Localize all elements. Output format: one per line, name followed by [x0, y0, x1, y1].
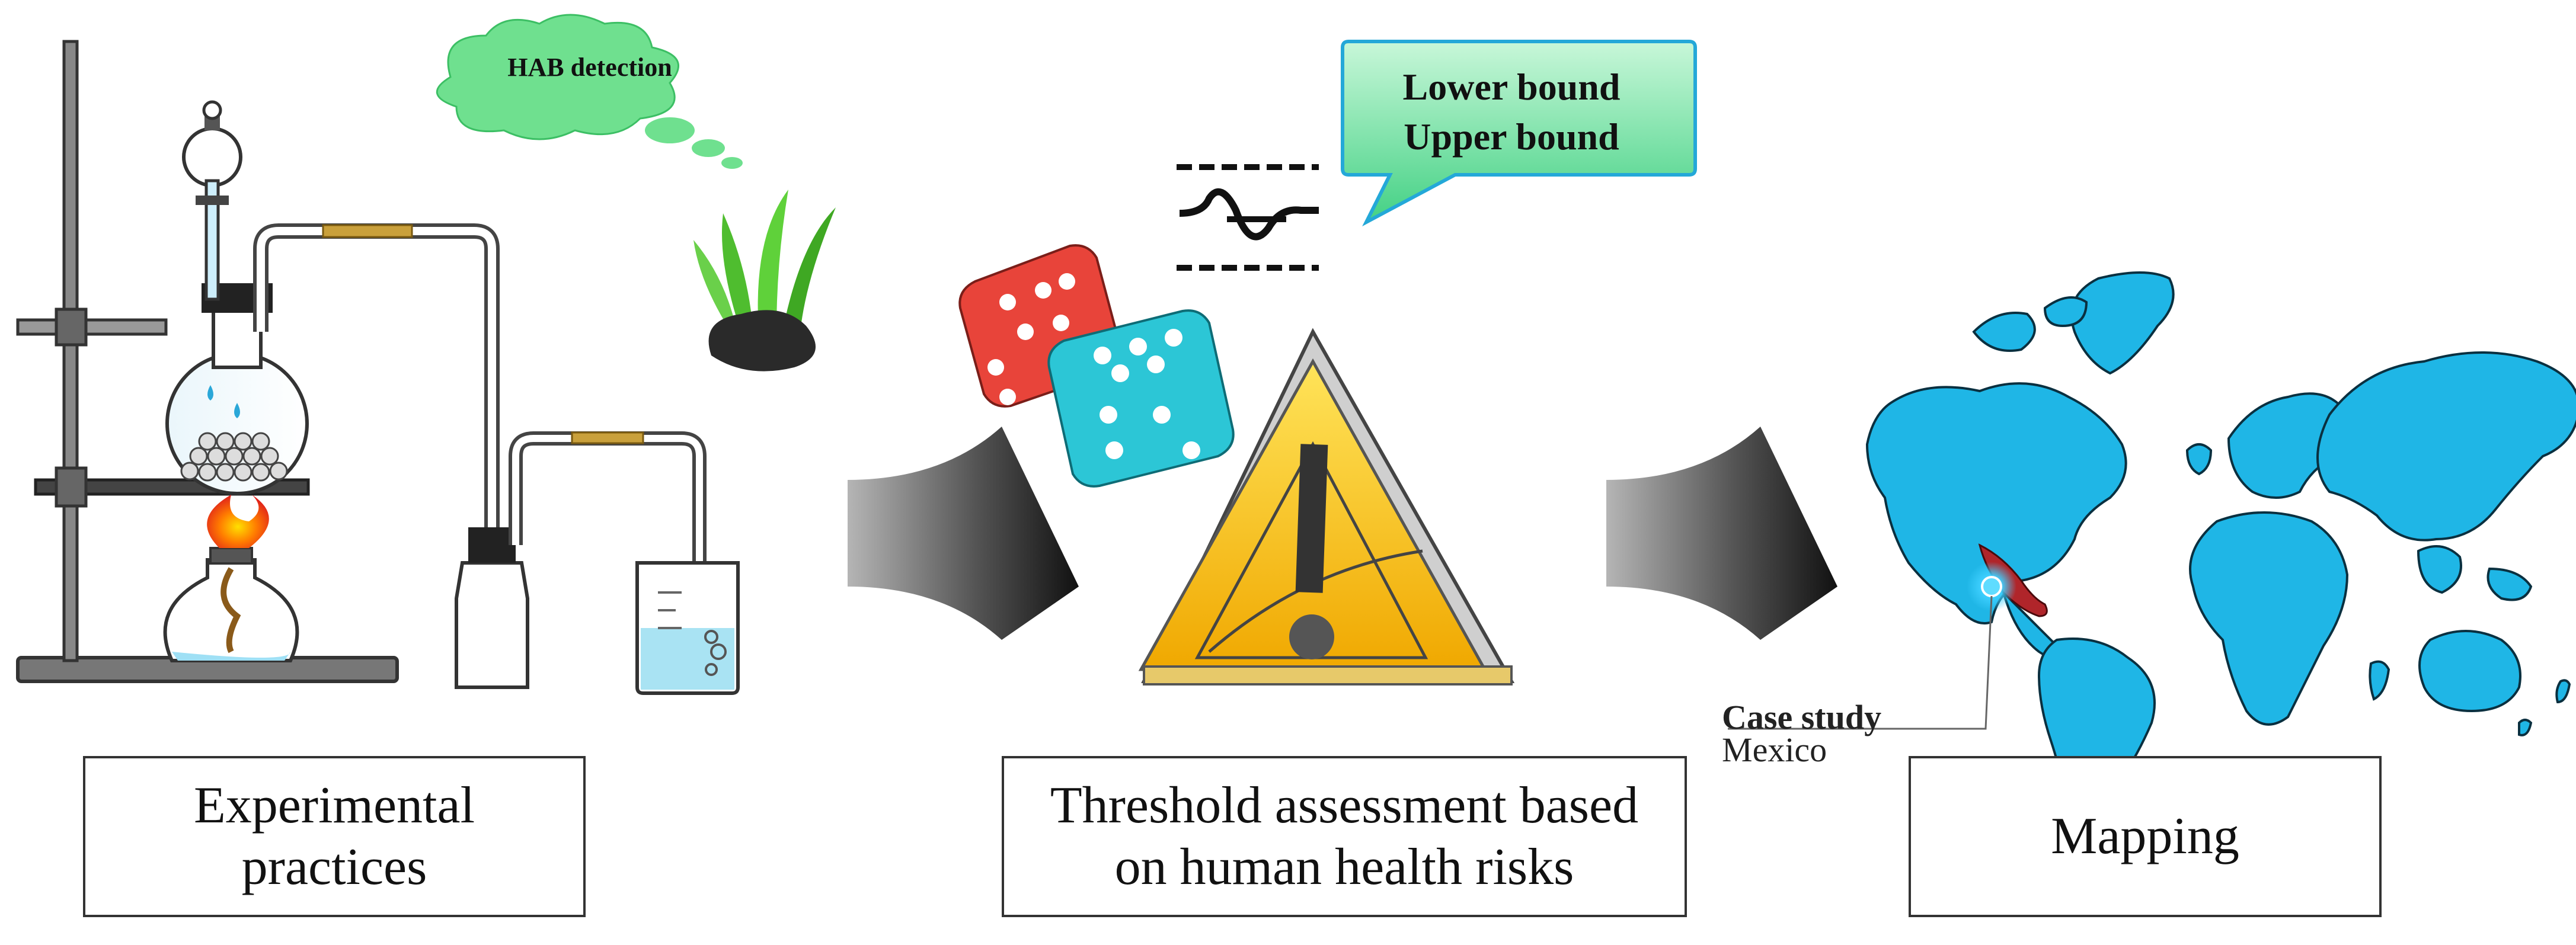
- stage-mapping-box: Mapping: [1909, 756, 2382, 917]
- lab-apparatus: [16, 40, 740, 695]
- distillation-flask-icon: [165, 100, 309, 495]
- algae-icon: [693, 190, 836, 371]
- location-pin-icon: [1728, 562, 2016, 730]
- stage-mapping-line1: Mapping: [2051, 808, 2239, 866]
- case-study-title: Case study: [1722, 698, 1881, 736]
- lower-bound-label: Lower bound: [1403, 66, 1621, 108]
- arrow-icon: [848, 427, 1079, 640]
- bounds-speech-bubble: Lower bound Upper bound: [1341, 40, 1697, 227]
- upper-bound-label: Upper bound: [1404, 116, 1619, 158]
- warning-triangle-icon: [1138, 328, 1515, 685]
- wash-bottle-icon: [455, 527, 529, 689]
- stage-experimental-line2: practices: [241, 838, 427, 896]
- burner-icon: [163, 495, 299, 662]
- case-study-location: Mexico: [1722, 731, 1827, 769]
- threshold-wave-icon: [1177, 164, 1319, 271]
- hab-detection-bubble: HAB detection: [436, 14, 743, 169]
- stage-threshold-box: Threshold assessment based on human heal…: [1002, 756, 1687, 917]
- stage-experimental-box: Experimental practices: [83, 756, 586, 917]
- hab-detection-label: HAB detection: [507, 53, 672, 82]
- stage-experimental-line1: Experimental: [193, 777, 475, 835]
- stage-threshold-line1: Threshold assessment based: [1050, 777, 1639, 835]
- world-map-icon: [1865, 271, 2576, 855]
- beaker-icon: [635, 561, 740, 695]
- stage-threshold-line2: on human health risks: [1114, 838, 1574, 896]
- dice-icon: [958, 244, 1235, 488]
- arrow-icon: [1606, 427, 1837, 640]
